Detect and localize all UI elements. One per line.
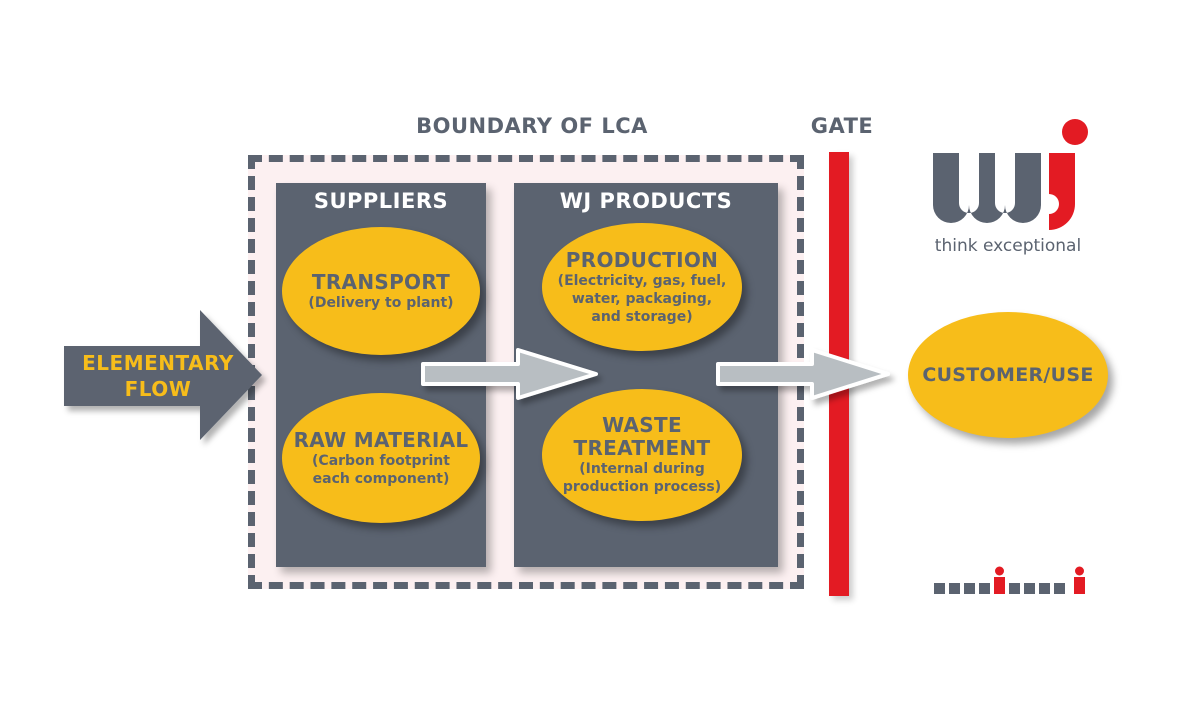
wj-logo-icon [933,119,1088,230]
waste-treatment-node: WASTE TREATMENT (Internal during product… [542,389,742,521]
production-node: PRODUCTION (Electricity, gas, fuel, wate… [542,223,742,351]
logo-tagline: think exceptional [934,236,1082,256]
production-subtitle-line1: (Electricity, gas, fuel, [557,272,727,289]
waste-title-line2: TREATMENT [573,436,711,460]
elementary-flow-arrow-icon [64,310,262,440]
raw-material-title: RAW MATERIAL [293,427,469,452]
elementary-flow-label: ELEMENTARY FLOW [66,350,250,402]
waste-title-line1: WASTE [602,413,682,437]
elementary-flow-line1: ELEMENTARY [82,351,234,375]
wj-products-title: WJ PRODUCTS [559,189,733,213]
production-title: PRODUCTION [565,247,719,272]
footer-brand-mark-icon [934,566,1085,594]
customer-use-label: CUSTOMER/USE [922,363,1094,386]
customer-use-node: CUSTOMER/USE [908,312,1108,438]
products-to-customer-arrow-icon [716,348,890,400]
suppliers-to-production-arrow-icon [421,348,598,400]
production-subtitle-line2: water, packaging, [571,290,713,307]
raw-material-node: RAW MATERIAL (Carbon footprint each comp… [282,393,480,523]
transport-node: TRANSPORT (Delivery to plant) [282,227,480,355]
gate-label: GATE [810,114,874,138]
boundary-label: BOUNDARY OF LCA [416,114,648,138]
waste-subtitle-line1: (Internal during [579,461,705,477]
suppliers-title: SUPPLIERS [313,189,449,213]
transport-subtitle: (Delivery to plant) [308,294,454,311]
raw-material-subtitle-line1: (Carbon footprint [312,452,450,469]
elementary-flow-line2: FLOW [124,377,192,401]
production-subtitle-line3: and storage) [591,308,693,325]
transport-title: TRANSPORT [311,269,451,294]
waste-subtitle-line2: production process) [562,479,722,495]
raw-material-subtitle-line2: each component) [312,470,450,487]
